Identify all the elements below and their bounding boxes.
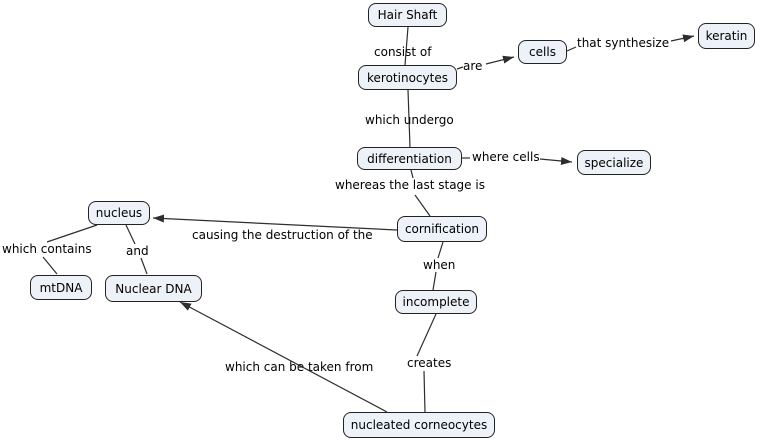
node-differentiation[interactable]: differentiation — [357, 147, 462, 170]
link-label-whereas-the-last-stage-is[interactable]: whereas the last stage is — [335, 178, 485, 192]
link-label-that-synthesize[interactable]: that synthesize — [577, 36, 670, 50]
link-label-when[interactable]: when — [423, 258, 456, 272]
node-cornification[interactable]: cornification — [397, 216, 487, 242]
edge-nucleus-nucleardna-b — [140, 257, 148, 275]
node-kerotinocytes[interactable]: kerotinocytes — [358, 65, 457, 90]
edge-differentiation-cornification-a — [410, 169, 414, 179]
edge-incomplete-corneocytes-b — [423, 370, 426, 413]
node-nucleated-corneocytes[interactable]: nucleated corneocytes — [343, 412, 495, 438]
link-label-which-contains[interactable]: which contains — [2, 242, 92, 256]
edge-cornification-nucleus — [152, 214, 398, 231]
edge-kerotinocytes-cells-a — [456, 66, 464, 70]
node-nuclear-dna[interactable]: Nuclear DNA — [105, 275, 202, 302]
node-hair-shaft[interactable]: Hair Shaft — [368, 3, 447, 27]
node-mtdna[interactable]: mtDNA — [30, 275, 92, 300]
edge-cornification-incomplete-b — [432, 271, 437, 291]
edge-cells-keratin-a — [566, 46, 577, 52]
node-nucleus[interactable]: nucleus — [88, 201, 150, 225]
link-label-are[interactable]: are — [463, 59, 483, 73]
edge-cornification-incomplete-a — [437, 241, 444, 259]
edge-incomplete-corneocytes-a — [416, 313, 437, 357]
edge-corneocytes-nucleardna — [179, 301, 388, 413]
node-specialize[interactable]: specialize — [577, 150, 651, 175]
node-cells[interactable]: cells — [518, 40, 567, 64]
edge-hairshaft-kerotinocytes — [404, 26, 409, 66]
edge-nucleus-nucleardna-a — [125, 224, 136, 245]
link-label-where-cells[interactable]: where cells — [472, 150, 540, 164]
edge-cells-keratin-b — [670, 34, 695, 43]
edge-kerotinocytes-differentiation — [407, 89, 411, 148]
link-label-and[interactable]: and — [126, 244, 149, 258]
edge-differentiation-cornification-b — [414, 194, 431, 217]
link-label-which-can-be-taken-from[interactable]: which can be taken from — [225, 360, 374, 374]
link-label-which-undergo[interactable]: which undergo — [365, 113, 454, 127]
edge-differentiation-specialize-b — [539, 156, 573, 165]
node-keratin[interactable]: keratin — [698, 23, 755, 49]
node-incomplete[interactable]: incomplete — [395, 290, 477, 314]
edge-nucleus-mtdna-b — [42, 256, 58, 275]
edge-nucleus-mtdna-a — [46, 224, 98, 243]
link-label-causing-the-destruction-of-the[interactable]: causing the destruction of the — [192, 228, 373, 242]
link-label-creates[interactable]: creates — [407, 356, 452, 370]
link-label-consist-of[interactable]: consist of — [374, 45, 432, 59]
edge-kerotinocytes-cells-b — [485, 55, 515, 65]
